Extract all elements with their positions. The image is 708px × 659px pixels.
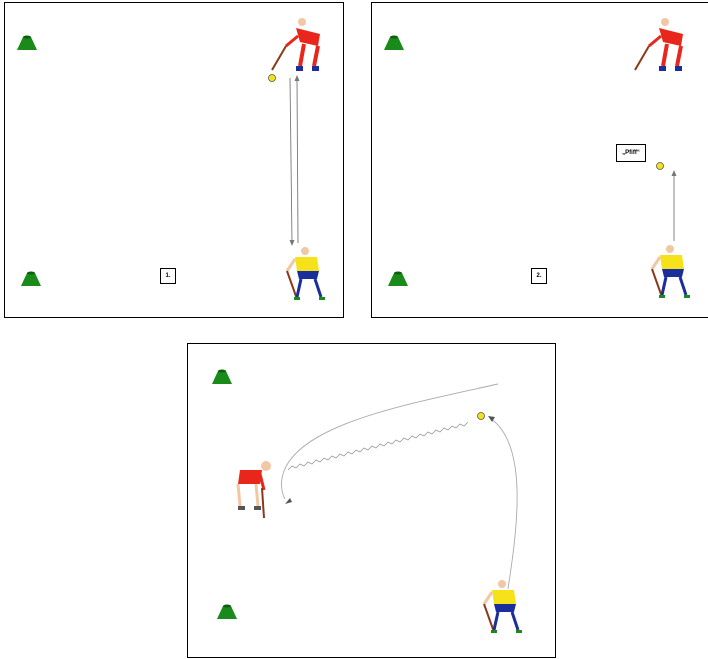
run-path xyxy=(490,418,517,589)
yellow-player-icon xyxy=(652,245,690,298)
ball-icon xyxy=(478,413,485,420)
red-player-icon xyxy=(635,18,683,71)
run-path xyxy=(282,474,285,499)
cone-icon xyxy=(384,36,404,51)
pass-arrow xyxy=(288,422,468,470)
diagram-panel-3 xyxy=(187,343,556,658)
diagram-panel-1: 1. xyxy=(4,2,344,318)
ball-icon xyxy=(657,163,664,170)
step-label: 2. xyxy=(531,268,547,284)
pass-arrow xyxy=(672,170,677,241)
ball-icon xyxy=(269,75,276,82)
yellow-player-icon xyxy=(484,580,522,633)
pass-arrow xyxy=(290,75,300,246)
diagram-panel-2: „Pfiff“ 2. xyxy=(371,2,708,318)
yellow-player-icon xyxy=(287,247,325,300)
arrow-head xyxy=(285,498,292,504)
cone-icon xyxy=(388,272,408,287)
red-player-icon xyxy=(272,18,320,71)
step-label: 1. xyxy=(160,268,176,284)
panel-3-drawing xyxy=(188,344,557,659)
cone-icon xyxy=(17,36,37,51)
cone-icon xyxy=(212,370,232,385)
red-player-icon xyxy=(238,461,271,518)
call-label: „Pfiff“ xyxy=(616,144,646,162)
cone-icon xyxy=(21,272,41,287)
cone-icon xyxy=(217,605,237,620)
